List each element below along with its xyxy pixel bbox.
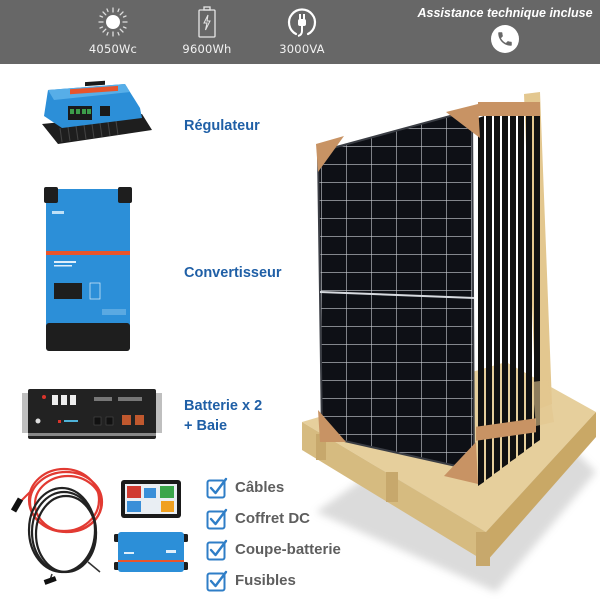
checklist-label: Coffret DC (235, 510, 310, 527)
battery-rack-image (22, 385, 162, 446)
checklist-item-coupe-batterie: Coupe-batterie (206, 534, 341, 565)
dc-distribution-box-image (114, 530, 188, 579)
component-label-regulateur: Régulateur (184, 118, 260, 134)
checklist-item-cables: Câbles (206, 472, 341, 503)
cables-image (8, 462, 108, 599)
assistance-title: Assistance technique incluse (417, 6, 593, 20)
touchscreen-image (121, 480, 181, 523)
plug-icon (257, 6, 347, 38)
assistance-block: Assistance technique incluse (410, 6, 600, 53)
checkbox-checked-icon (206, 477, 228, 498)
checklist-item-coffret-dc: Coffret DC (206, 503, 341, 534)
charge-controller-image (30, 78, 155, 153)
spec-apparent-power-value: 3000VA (279, 42, 325, 56)
checkbox-checked-icon (206, 539, 228, 560)
checkbox-checked-icon (206, 570, 228, 591)
checkbox-checked-icon (206, 508, 228, 529)
sun-icon (68, 6, 158, 38)
solar-panels-pallet-image (296, 92, 600, 600)
checklist-label: Fusibles (235, 572, 296, 589)
battery-icon (162, 6, 252, 38)
spec-apparent-power: 3000VA (257, 6, 347, 56)
spec-power: 4050Wc (68, 6, 158, 56)
included-accessories-checklist: Câbles Coffret DC Coupe-batterie Fusible… (206, 472, 341, 596)
spec-energy-value: 9600Wh (182, 42, 232, 56)
inverter-image (40, 185, 136, 360)
header-bar: 4050Wc 9600Wh 3000VA Assistance techniqu… (0, 0, 600, 64)
component-label-batterie: Batterie x 2 + Baie (184, 396, 262, 436)
phone-icon[interactable] (491, 25, 519, 53)
spec-energy: 9600Wh (162, 6, 252, 56)
spec-power-value: 4050Wc (88, 42, 138, 56)
component-label-convertisseur: Convertisseur (184, 265, 282, 281)
checklist-label: Coupe-batterie (235, 541, 341, 558)
checklist-item-fusibles: Fusibles (206, 565, 341, 596)
batterie-line2: + Baie (184, 418, 228, 434)
checklist-label: Câbles (235, 479, 285, 496)
batterie-line1: Batterie x 2 (184, 398, 263, 414)
